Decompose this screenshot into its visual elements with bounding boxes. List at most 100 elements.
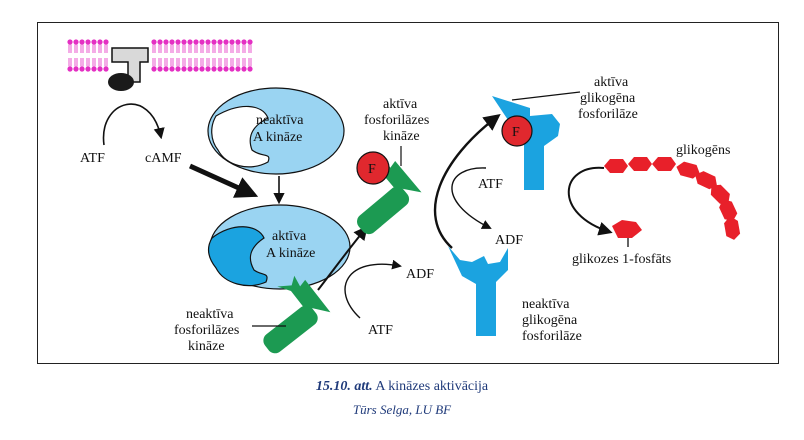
lipid-tail xyxy=(92,58,96,67)
lipid-tail xyxy=(218,58,222,67)
lipid-tail xyxy=(104,58,108,67)
glucose-unit xyxy=(676,161,700,179)
lipid-tail xyxy=(218,44,222,53)
lipid-tail xyxy=(92,44,96,53)
camf-binding-arrow xyxy=(188,163,259,198)
phk-activation-arrow xyxy=(317,225,368,291)
lipid-head xyxy=(175,66,181,72)
lipid-tail xyxy=(80,58,84,67)
active-gp-pointer xyxy=(511,91,581,101)
label-active-gp-3: fosforilāze xyxy=(578,107,638,122)
lipid-head xyxy=(163,66,169,72)
lipid-tail xyxy=(224,58,228,67)
label-active-gp-2: glikogēna xyxy=(580,91,636,106)
lipid-head xyxy=(91,66,97,72)
lipid-head xyxy=(151,39,157,45)
lipid-head xyxy=(217,39,223,45)
label-inactive-gp-1: neaktīva xyxy=(522,297,570,312)
lipid-head xyxy=(157,66,163,72)
label-inactive-phk-2: fosforilāzes xyxy=(174,323,239,338)
lipid-tail xyxy=(158,44,162,53)
glucose-unit xyxy=(652,157,676,171)
lipid-head xyxy=(241,39,247,45)
lipid-head xyxy=(205,39,211,45)
lipid-head xyxy=(73,39,79,45)
inactive-a-kinase xyxy=(207,87,345,175)
lipid-head xyxy=(97,66,103,72)
lipid-tail xyxy=(80,44,84,53)
lipid-head xyxy=(211,66,217,72)
lipid-tail xyxy=(236,58,240,67)
label-inactive-gp-2: glikogēna xyxy=(522,313,578,328)
lipid-head xyxy=(157,39,163,45)
inactive-glycogen-phosphorylase xyxy=(448,246,508,336)
label-active-phk-3: kināze xyxy=(383,129,420,144)
active-phosphorylase-kinase xyxy=(357,157,422,235)
lipid-head xyxy=(187,66,193,72)
lipid-head xyxy=(199,66,205,72)
lipid-tail xyxy=(230,58,234,67)
figure-caption: 15.10. att. A kināzes aktivācija xyxy=(0,379,804,395)
lipid-head xyxy=(199,39,205,45)
lipid-tail xyxy=(104,44,108,53)
label-inactive-pka-1: neaktīva xyxy=(256,113,304,128)
label-atf-2: ATF xyxy=(368,323,393,338)
lipid-tail xyxy=(188,58,192,67)
lipid-head xyxy=(67,39,73,45)
glycogen-chain xyxy=(604,157,741,240)
lipid-head xyxy=(175,39,181,45)
glucose-unit xyxy=(604,159,628,173)
lipid-tail xyxy=(68,44,72,53)
lipid-tail xyxy=(236,44,240,53)
lipid-tail xyxy=(98,44,102,53)
lipid-tail xyxy=(68,58,72,67)
glucose-unit xyxy=(628,157,652,171)
lipid-tail xyxy=(170,44,174,53)
phosphate-on-phk xyxy=(356,151,390,185)
lipid-tail xyxy=(74,44,78,53)
figure-credit: Tūrs Selga, LU BF xyxy=(352,402,452,417)
lipid-tail xyxy=(176,58,180,67)
lipid-tail xyxy=(158,58,162,67)
inactive-phosphorylase-kinase xyxy=(263,275,331,354)
lipid-tail xyxy=(170,58,174,67)
lipid-head xyxy=(103,39,109,45)
lipid-head xyxy=(211,39,217,45)
lipid-head xyxy=(235,39,241,45)
lipid-head xyxy=(181,39,187,45)
glucose-1-phosphate xyxy=(612,220,642,247)
label-atf-3: ATF xyxy=(478,177,503,192)
lipid-tail xyxy=(152,58,156,67)
lipid-tail xyxy=(248,44,252,53)
lipid-head xyxy=(169,39,175,45)
lipid-tail xyxy=(206,44,210,53)
figure-number: 15.10. att. xyxy=(315,379,373,394)
label-inactive-phk-3: kināze xyxy=(188,339,225,354)
lipid-head xyxy=(163,39,169,45)
label-adf-2: ADF xyxy=(495,233,523,248)
lipid-tail xyxy=(230,44,234,53)
label-inactive-phk-1: neaktīva xyxy=(186,307,234,322)
lipid-head xyxy=(91,39,97,45)
lipid-tail xyxy=(98,58,102,67)
lipid-head xyxy=(223,66,229,72)
lipid-tail xyxy=(164,44,168,53)
lipid-head xyxy=(103,66,109,72)
label-glycogen: glikogēns xyxy=(676,143,730,158)
lipid-tail xyxy=(188,44,192,53)
lipid-tail xyxy=(164,58,168,67)
lipid-tail xyxy=(194,58,198,67)
glycogen-cleavage-arrow xyxy=(567,166,613,236)
adenylate-cyclase xyxy=(108,47,149,91)
active-a-kinase xyxy=(207,204,351,290)
label-active-pka-1: aktīva xyxy=(272,229,307,244)
lipid-tail xyxy=(182,44,186,53)
lipid-tail xyxy=(206,58,210,67)
lipid-head xyxy=(217,66,223,72)
label-adf-1: ADF xyxy=(406,267,434,282)
atf-to-camf-arrow xyxy=(102,103,165,146)
lipid-tail xyxy=(182,58,186,67)
gp-activation-arrow xyxy=(434,113,501,249)
label-phosphate-2: F xyxy=(512,125,520,140)
lipid-tail xyxy=(212,44,216,53)
